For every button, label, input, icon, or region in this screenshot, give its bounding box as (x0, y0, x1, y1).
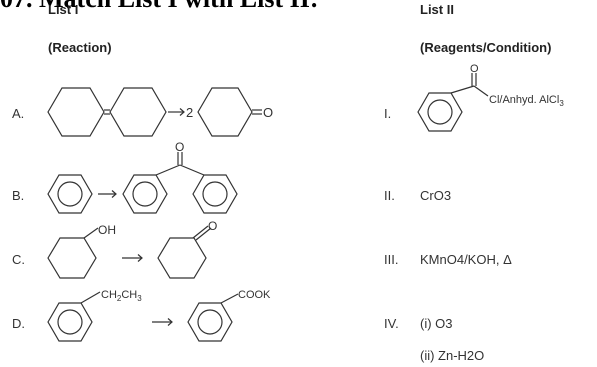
reaction-arrow-b (98, 190, 117, 198)
reagent-ii-text: CrO3 (420, 188, 452, 203)
reagent-iv-text: (i) O3 (420, 316, 453, 331)
reaction-arrow-c (122, 254, 143, 262)
reaction-arrow-a (168, 108, 185, 116)
ketone-oxygen-b: O (175, 140, 184, 154)
cyclohexanone-structure-c (157, 225, 212, 279)
list2-heading: List II (420, 2, 454, 17)
list1-heading: List I (48, 2, 79, 17)
benzoate-structure (187, 293, 239, 342)
row-ii-label: II. (384, 188, 395, 203)
ethyl-group-label: CH2CH3 (101, 289, 142, 303)
row-iii-label: III. (384, 252, 399, 267)
row-i-label: I. (384, 106, 392, 121)
carboxylate-label: COOK (238, 289, 271, 301)
ethylbenzene-structure (47, 291, 101, 342)
list2-subheading: (Reagents/Condition) (420, 40, 552, 55)
row-c-label: C. (12, 252, 25, 267)
reaction-arrow-d (152, 318, 173, 326)
row-a-label: A. (12, 106, 25, 121)
bicyclohexylidene-structure (47, 87, 167, 137)
row-iv-label: IV. (384, 316, 399, 331)
question-title: 07. Match List I with List II: (0, 0, 319, 12)
reagent-iii-text: KMnO4/KOH, Δ (420, 252, 512, 267)
hydroxyl-label: OH (98, 223, 116, 237)
row-d-label: D. (12, 316, 25, 331)
benzoyl-chloride-structure (417, 73, 489, 132)
list1-subheading: (Reaction) (48, 40, 112, 55)
acyl-oxygen: O (470, 63, 479, 75)
cyclohexanol-structure (47, 227, 99, 279)
cyclohexanone-structure-a (197, 87, 262, 137)
stoich-coefficient: 2 (186, 105, 193, 120)
ketone-oxygen-c: O (208, 219, 217, 233)
reagent-iv-text2: (ii) Zn-H2O (420, 348, 485, 363)
row-b-label: B. (12, 188, 25, 203)
benzophenone-structure (122, 152, 238, 214)
reagent-i-text: Cl/Anhyd. AlCl3 (489, 94, 564, 108)
benzene-structure-b (47, 174, 93, 214)
ketone-oxygen-a: O (263, 105, 273, 120)
